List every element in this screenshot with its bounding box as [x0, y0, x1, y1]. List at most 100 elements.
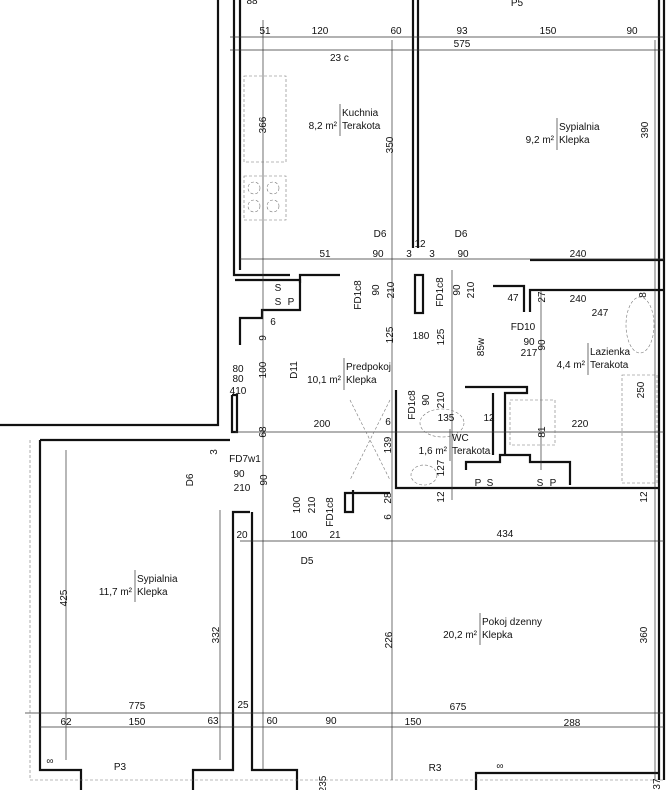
room-area: 20,2 m²	[443, 630, 478, 641]
dimension-label: 60	[266, 716, 278, 727]
dimension-label: 200	[314, 419, 331, 430]
dimension-label: 93	[456, 26, 468, 37]
dimension-label: 210	[307, 496, 318, 513]
door-tag: D6	[374, 229, 387, 240]
shaft-label: S	[275, 297, 282, 308]
room-floor: Klepka	[559, 135, 590, 146]
dimension-lines	[25, 20, 664, 781]
room-floor: Klepka	[482, 630, 513, 641]
room-name: Predpokoj	[346, 362, 391, 373]
dimension-label: 125	[385, 326, 396, 343]
room-name: Kuchnia	[342, 108, 379, 119]
dimension-label: 366	[258, 116, 269, 133]
dimension-label: 88	[246, 0, 258, 7]
dimension-label: 127	[436, 459, 447, 476]
dimension-label: 81	[537, 426, 548, 438]
dimension-label: 90	[371, 284, 382, 296]
dimension-label: 6	[385, 417, 391, 428]
dimension-label: 68	[258, 426, 269, 438]
shaft-label: S	[487, 478, 494, 489]
dimension-label: 210	[436, 391, 447, 408]
dimension-label: 575	[454, 39, 471, 50]
door-tag: D6	[455, 229, 468, 240]
dimension-label: 210	[386, 281, 397, 298]
room-area: 10,1 m²	[307, 375, 342, 386]
dimension-label: 250	[636, 381, 647, 398]
dimension-label: 12	[436, 491, 447, 503]
dimension-label: 226	[384, 631, 395, 648]
room-floor: Terakota	[452, 446, 491, 457]
dimension-label: 3	[209, 449, 220, 455]
dimension-label: 247	[592, 308, 609, 319]
shaft-label: P	[550, 478, 557, 489]
door-tag: D5	[301, 556, 314, 567]
dimension-label: 180	[413, 331, 430, 342]
dimension-label: 100	[258, 361, 269, 378]
dimension-label: ∞	[496, 761, 503, 772]
dimension-label: 12	[639, 491, 650, 503]
dimension-label: ∞	[46, 756, 53, 767]
dimension-label: 150	[405, 717, 422, 728]
door-tag: D6	[185, 473, 196, 486]
dimension-label: 80	[232, 374, 244, 385]
room-floor: Terakota	[590, 360, 629, 371]
dimension-label: 90	[457, 249, 469, 260]
dimension-label: 100	[292, 496, 303, 513]
dimension-label: 25	[237, 700, 249, 711]
room-name: Sypialnia	[137, 574, 178, 585]
dimension-label: 139	[383, 436, 394, 453]
dimension-label: 85w	[476, 337, 487, 356]
dimension-label: 28	[383, 492, 394, 504]
dimension-label: 37	[652, 778, 663, 790]
room-area: 4,4 m²	[557, 360, 586, 371]
dimension-label: 360	[639, 626, 650, 643]
dimension-label: 6	[270, 317, 276, 328]
dimension-label: 240	[570, 249, 587, 260]
door-tag: FD1c8	[435, 277, 446, 307]
dimension-label: 425	[59, 589, 70, 606]
dimension-label: 90	[523, 337, 535, 348]
dimension-label: 90	[259, 474, 270, 486]
window-tag: P5	[511, 0, 524, 9]
dimension-label: 21	[329, 530, 341, 541]
dimension-label: 210	[466, 281, 477, 298]
dimension-label: 150	[540, 26, 557, 37]
dimension-label: 332	[211, 626, 222, 643]
dimension-label: 210	[234, 483, 251, 494]
door-tag: D11	[289, 361, 300, 379]
dimension-label: 51	[259, 26, 271, 37]
dimension-label: 47	[507, 293, 519, 304]
dimension-label: 62	[60, 717, 72, 728]
dimension-label: 135	[438, 413, 455, 424]
dimension-label: 90	[372, 249, 384, 260]
dimension-label: 675	[450, 702, 467, 713]
dimension-label: 410	[230, 386, 247, 397]
window-tag: R3	[429, 763, 442, 774]
dimension-label: 12	[414, 239, 426, 250]
dimension-label: 12	[483, 413, 495, 424]
shaft-label: P	[475, 478, 482, 489]
room-area: 8,2 m²	[309, 121, 338, 132]
door-tag: FD1c8	[407, 390, 418, 420]
room-floor: Klepka	[137, 587, 168, 598]
dimension-label: 100	[291, 530, 308, 541]
room-name: WC	[452, 433, 469, 444]
dimension-label: 80	[232, 364, 244, 375]
dimension-label: 23 c	[330, 53, 349, 64]
dimension-label: 434	[497, 529, 514, 540]
dimension-label: 90	[233, 469, 245, 480]
dimension-label: 20	[236, 530, 248, 541]
dimension-label: 6	[383, 514, 394, 520]
dimension-label: 51	[319, 249, 331, 260]
dimension-label: 90	[626, 26, 638, 37]
room-name: Sypialnia	[559, 122, 600, 133]
door-tag: FD1c8	[353, 280, 364, 310]
dimension-label: 350	[385, 136, 396, 153]
dimension-label: 63	[207, 716, 219, 727]
dimension-label: 150	[129, 717, 146, 728]
dimension-label: 3	[429, 249, 435, 260]
dimension-label: 390	[640, 121, 651, 138]
room-area: 11,7 m²	[99, 587, 133, 598]
